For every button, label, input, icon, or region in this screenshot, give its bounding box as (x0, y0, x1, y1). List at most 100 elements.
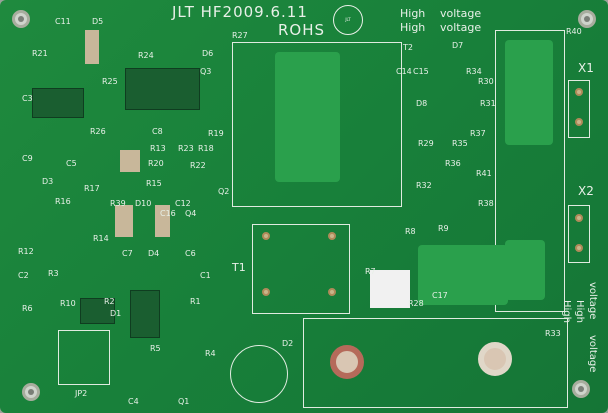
component-label: C11 (55, 17, 71, 26)
component-label: R30 (478, 77, 494, 86)
jlt-logo: JLT (333, 5, 363, 35)
mounting-hole (572, 380, 590, 398)
connector-x1 (568, 80, 590, 138)
component-label: C16 (160, 209, 176, 218)
component-label: D6 (202, 49, 214, 58)
smd-part (155, 205, 170, 237)
component-label: R7 (365, 267, 376, 276)
copper-pour (418, 245, 508, 305)
component-label: R35 (452, 139, 468, 148)
x1-label: X1 (578, 61, 594, 75)
pad (262, 288, 270, 296)
component-label: R8 (405, 227, 416, 236)
component-label: R27 (232, 31, 248, 40)
t2-label: T2 (403, 43, 413, 52)
mounting-hole (578, 10, 596, 28)
component-label: C7 (122, 249, 133, 258)
component-label: R19 (208, 129, 224, 138)
component-label: D10 (135, 199, 152, 208)
component-label: R3 (48, 269, 59, 278)
pad (575, 214, 583, 222)
component-label: C17 (432, 291, 448, 300)
component-label: R40 (566, 27, 582, 36)
component-label: R33 (545, 329, 561, 338)
component-label: C14 (396, 67, 412, 76)
component-label: R31 (480, 99, 496, 108)
component-label: C4 (128, 397, 139, 406)
component-label: Q1 (178, 397, 190, 406)
high-voltage-label: voltage (587, 282, 598, 320)
component-label: R36 (445, 159, 461, 168)
high-voltage-label: High (400, 21, 426, 34)
mounting-hole (12, 10, 30, 28)
component-label: R14 (93, 234, 109, 243)
component-label: R1 (190, 297, 201, 306)
component-label: C6 (185, 249, 196, 258)
terminal-hole (478, 342, 512, 376)
connector-x2 (568, 205, 590, 263)
transformer-t1-outline (252, 224, 350, 314)
high-voltage-label: High (574, 300, 585, 323)
smd-part (85, 30, 99, 64)
component-label: C9 (22, 154, 33, 163)
high-voltage-label: voltage (587, 335, 598, 373)
pad (575, 244, 583, 252)
component-label: D7 (452, 41, 464, 50)
pad (262, 232, 270, 240)
component-label: R6 (22, 304, 33, 313)
component-label: R15 (146, 179, 162, 188)
component-label: C8 (152, 127, 163, 136)
component-label: R37 (470, 129, 486, 138)
component-label: D8 (416, 99, 428, 108)
component-label: R34 (466, 67, 482, 76)
ic-c3 (32, 88, 84, 118)
component-label: R38 (478, 199, 494, 208)
component-label: R41 (476, 169, 492, 178)
component-label: C5 (66, 159, 77, 168)
high-voltage-label: voltage (440, 7, 482, 20)
component-label: R13 (150, 144, 166, 153)
smd-part (115, 205, 133, 237)
component-label: D3 (42, 177, 54, 186)
component-label: R9 (438, 224, 449, 233)
component-label: C12 (175, 199, 191, 208)
component-label: R39 (110, 199, 126, 208)
t1-label: T1 (232, 261, 246, 274)
component-label: Q4 (185, 209, 197, 218)
component-label: D2 (282, 339, 294, 348)
jp2-label: JP2 (75, 389, 88, 398)
heatsink-outline (495, 30, 565, 312)
component-label: C1 (200, 271, 211, 280)
component-label: R5 (150, 344, 161, 353)
high-voltage-label: High (400, 7, 426, 20)
board-title: JLT HF2009.6.11 (172, 3, 308, 21)
copper-pour (505, 240, 545, 300)
component-label: Q3 (200, 67, 212, 76)
component-label: D5 (92, 17, 104, 26)
component-label: R32 (416, 181, 432, 190)
component-label: R10 (60, 299, 76, 308)
copper-pour (505, 40, 553, 145)
transformer-t2-outline (232, 42, 402, 207)
component-label: R4 (205, 349, 216, 358)
component-label: R21 (32, 49, 48, 58)
ic-soic (130, 290, 160, 338)
component-label: R23 (178, 144, 194, 153)
smd-pads (370, 270, 410, 308)
component-label: D1 (110, 309, 122, 318)
pad (328, 288, 336, 296)
component-label: Q2 (218, 187, 230, 196)
pad (328, 232, 336, 240)
capacitor-c17-outline (230, 345, 288, 403)
component-label: R29 (418, 139, 434, 148)
component-label: R2 (104, 297, 115, 306)
high-voltage-label: voltage (440, 21, 482, 34)
component-label: C2 (18, 271, 29, 280)
q4-outline (303, 318, 568, 408)
component-label: D4 (148, 249, 160, 258)
copper-pour (275, 52, 340, 182)
x2-label: X2 (578, 184, 594, 198)
component-label: R28 (408, 299, 424, 308)
component-label: C3 (22, 94, 33, 103)
